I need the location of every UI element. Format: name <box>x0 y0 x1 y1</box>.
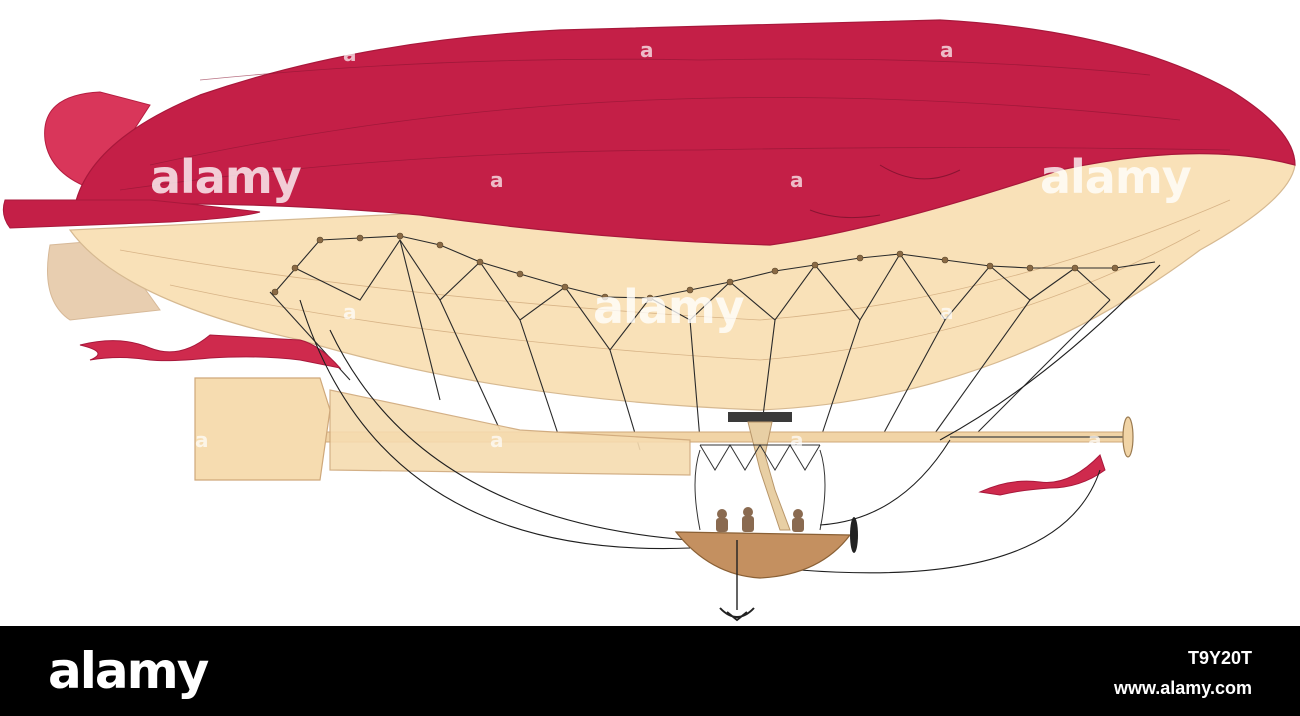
gondola-mount <box>728 412 792 422</box>
envelope-seams <box>119 58 1231 191</box>
envelope-eye-accent <box>879 164 961 180</box>
gondola-propeller <box>850 517 858 553</box>
rear-pennant <box>79 334 342 369</box>
side-fin <box>2 199 261 229</box>
envelope-lower-seams <box>119 199 1231 361</box>
crew <box>716 507 804 532</box>
gondola-strut <box>747 421 791 531</box>
footer-logo: alamy <box>48 642 209 700</box>
lower-tail-fin <box>47 239 161 321</box>
envelope-mouth-accent <box>809 209 881 219</box>
site-url: www.alamy.com <box>1113 678 1252 698</box>
rear-rudder <box>194 377 331 481</box>
illustration: alamy alamy alamy a a a a a a a a a a a <box>2 19 1296 622</box>
front-pennant <box>978 454 1106 496</box>
envelope-upper <box>74 19 1296 246</box>
gondola-truss <box>694 444 826 531</box>
upper-tail-fin <box>44 91 151 191</box>
suspension-cables <box>299 264 1161 574</box>
anchor <box>719 607 755 622</box>
image-id: T9Y20T <box>1187 648 1252 668</box>
rigging-net <box>269 235 1156 451</box>
airship-illustration <box>2 19 1296 622</box>
rear-elevator <box>329 389 691 476</box>
front-propeller <box>1122 416 1134 458</box>
watermark-footer-bar: alamy T9Y20T www.alamy.com <box>0 626 1300 716</box>
rigging-rivets <box>271 232 1119 302</box>
gondola-hull <box>674 531 852 579</box>
